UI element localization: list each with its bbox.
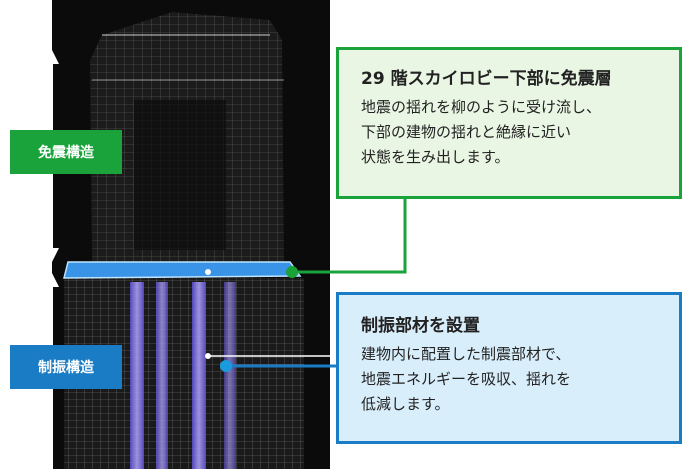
arrow-down-icon (45, 248, 59, 262)
isolation-callout-line: 下部の建物の揺れと絶縁に近い (361, 123, 572, 141)
damping-callout-title: 制振部材を設置 (361, 316, 480, 336)
vibration-control-label: 制振構造 (10, 345, 122, 389)
isolation-callout-line: 地震の揺れを柳のように受け流し、 (361, 98, 602, 116)
isolation-callout-title: 29 階スカイロビー下部に免震層 (361, 69, 612, 89)
arrow-up-icon (45, 273, 59, 287)
isolation-callout-line: 状態を生み出します。 (361, 148, 510, 166)
arrow-up-icon (45, 50, 59, 64)
seismic-isolation-label: 免震構造 (10, 130, 122, 174)
damping-callout: 制振部材を設置 建物内に配置した制震部材で、 地震エネルギーを吸収、揺れを 低減… (336, 292, 682, 444)
building-wireframe-image (52, 0, 330, 469)
isolation-callout: 29 階スカイロビー下部に免震層 地震の揺れを柳のように受け流し、 下部の建物の… (336, 47, 682, 199)
damping-callout-line: 建物内に配置した制震部材で、 (361, 345, 571, 363)
damping-callout-line: 地震エネルギーを吸収、揺れを (361, 370, 572, 388)
damping-callout-line: 低減します。 (361, 395, 450, 413)
